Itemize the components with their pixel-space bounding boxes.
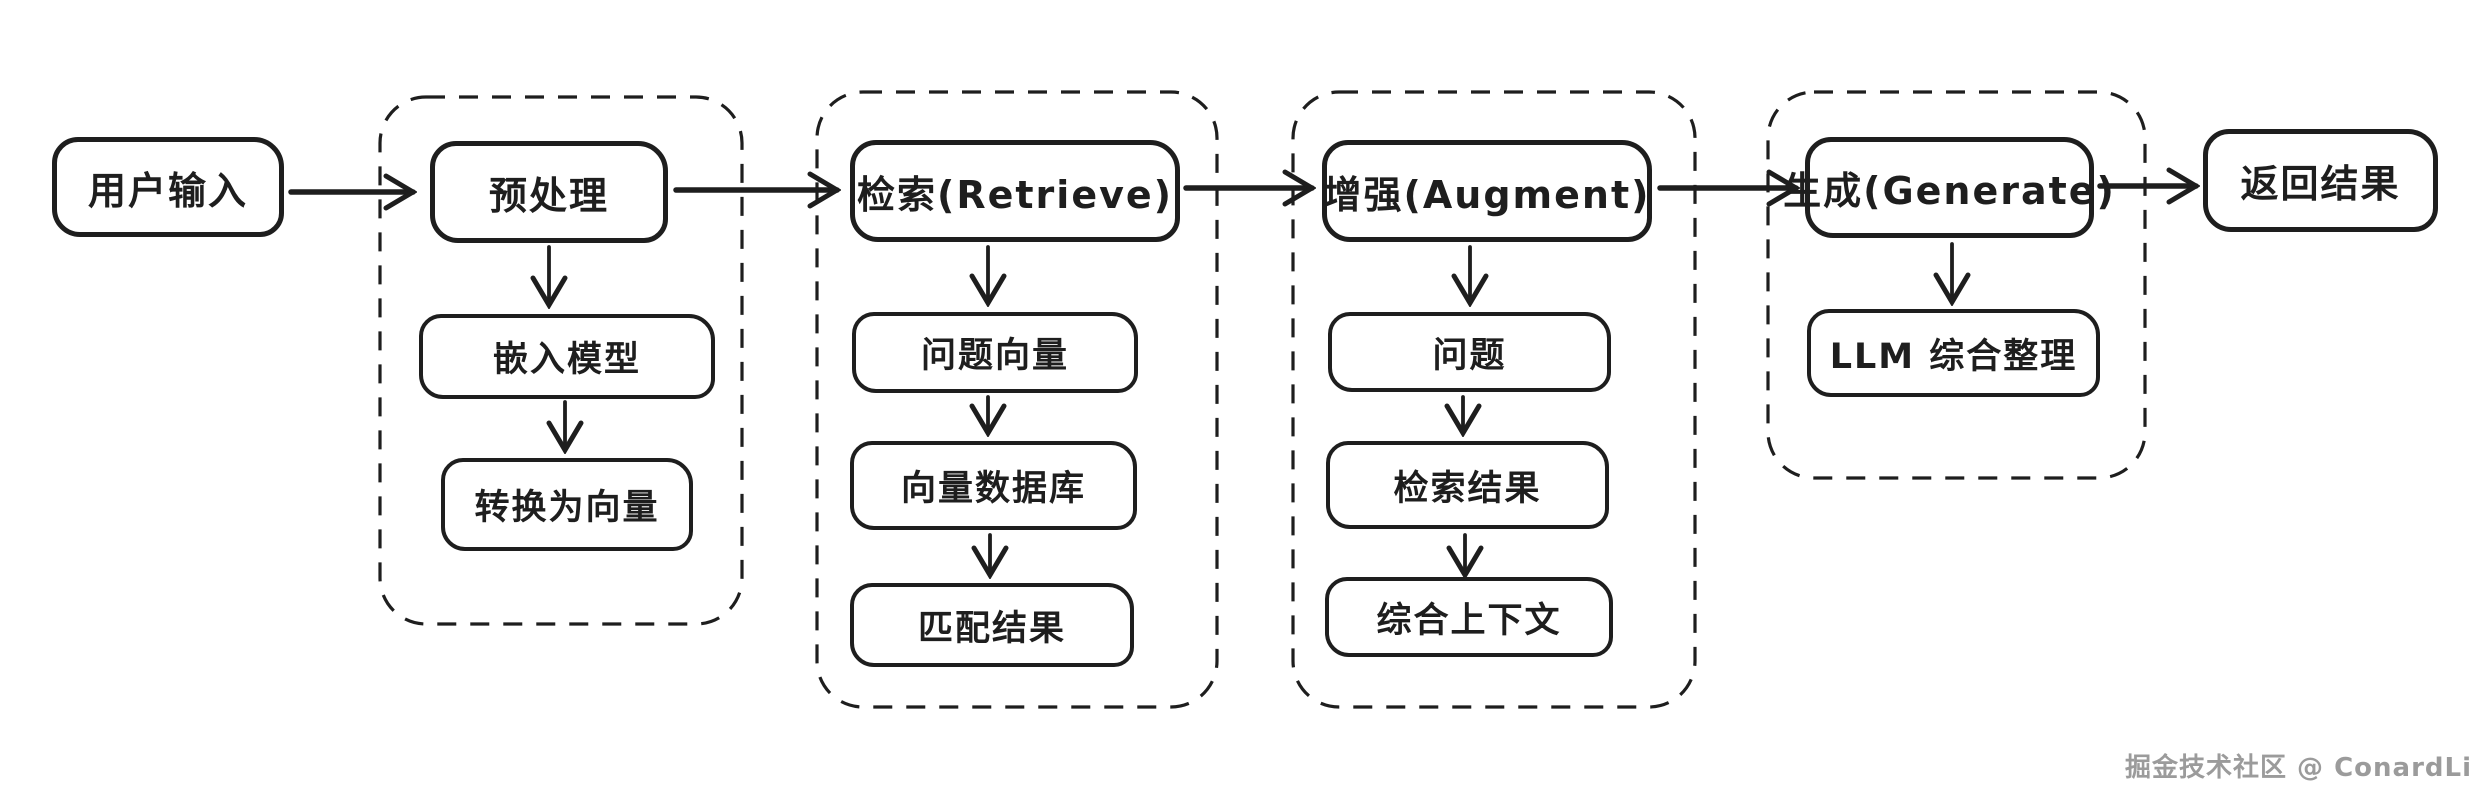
node-retrieve-label: 检索(Retrieve)	[856, 172, 1173, 217]
node-to-vector-label: 转换为向量	[474, 488, 660, 528]
group-retrieve-stage	[815, 90, 1219, 709]
node-user-input-label: 用户输入	[87, 168, 248, 213]
node-question: 问题	[1328, 312, 1611, 392]
node-combined-context-label: 综合上下文	[1376, 600, 1562, 641]
node-question-vector-label: 问题向量	[920, 336, 1069, 376]
node-return-result: 返回结果	[2203, 129, 2438, 232]
node-generate-label: 生成(Generate)	[1783, 169, 2116, 213]
node-to-vector: 转换为向量	[441, 458, 693, 551]
node-augment-label: 增强(Augment)	[1323, 172, 1651, 217]
node-embed-model-label: 嵌入模型	[492, 340, 641, 380]
node-vector-db: 向量数据库	[850, 441, 1137, 530]
node-vector-db-label: 向量数据库	[900, 469, 1086, 509]
node-embed-model: 嵌入模型	[419, 314, 715, 399]
node-llm-organize: LLM 综合整理	[1807, 309, 2100, 397]
group-augment-stage	[1291, 90, 1697, 709]
node-llm-organize-label: LLM 综合整理	[1829, 336, 2078, 377]
watermark: 掘金技术社区 @ ConardLi	[2124, 753, 2472, 783]
node-preprocess: 预处理	[430, 141, 668, 243]
node-user-input: 用户输入	[52, 137, 284, 237]
node-question-label: 问题	[1432, 335, 1507, 376]
node-retrieval-result: 检索结果	[1326, 441, 1609, 529]
node-augment: 增强(Augment)	[1322, 140, 1652, 242]
group-preprocess-stage	[378, 95, 744, 626]
node-preprocess-label: 预处理	[488, 173, 609, 218]
node-retrieval-result-label: 检索结果	[1393, 468, 1542, 509]
node-combined-context: 综合上下文	[1325, 577, 1613, 657]
node-match-result: 匹配结果	[850, 583, 1134, 667]
group-generate-stage	[1766, 90, 2147, 480]
node-match-result-label: 匹配结果	[917, 608, 1066, 649]
node-generate: 生成(Generate)	[1783, 137, 2114, 238]
node-return-result-label: 返回结果	[2240, 162, 2401, 206]
node-question-vector: 问题向量	[852, 312, 1138, 393]
node-retrieve: 检索(Retrieve)	[850, 140, 1180, 242]
